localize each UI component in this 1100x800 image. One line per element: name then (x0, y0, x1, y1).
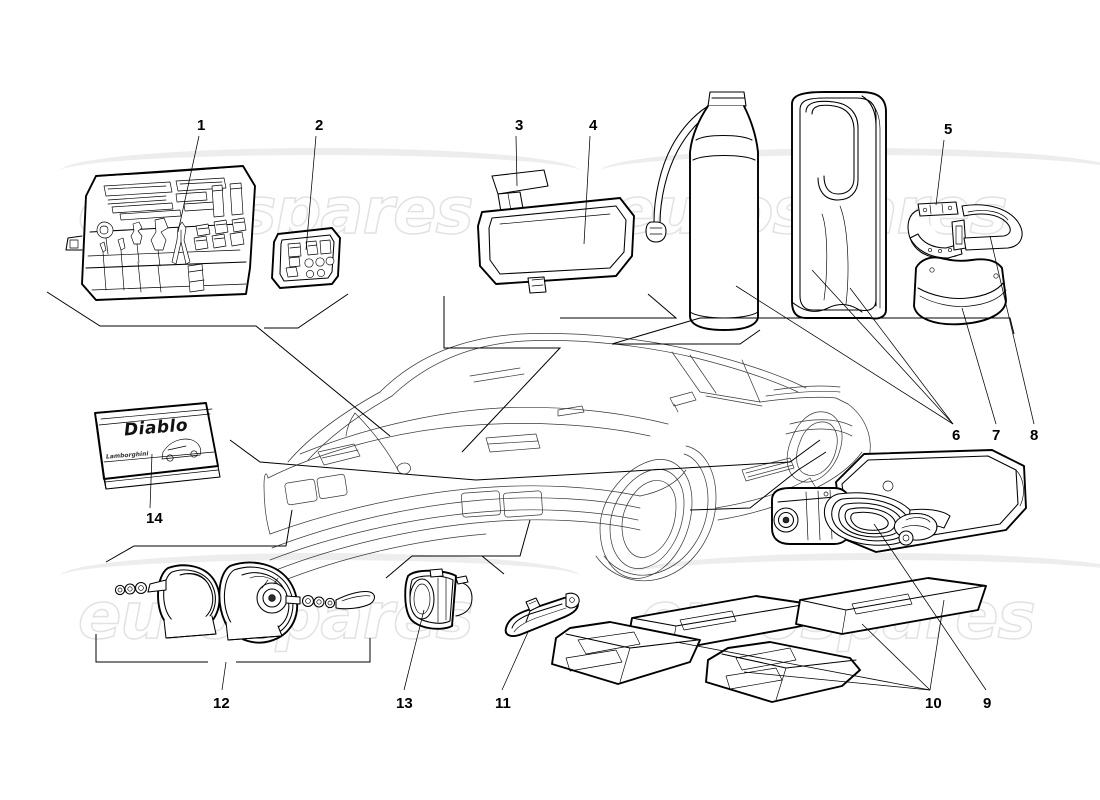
part-fog-lamp (404, 568, 473, 630)
part-extinguisher-strap (907, 201, 1023, 259)
callout-7: 7 (992, 427, 1001, 444)
part-extinguisher-cradle (913, 256, 1007, 326)
part-tool-kit-roll (65, 165, 256, 301)
callout-3: 3 (515, 117, 524, 134)
callout-14: 14 (146, 510, 163, 527)
callout-8: 8 (1030, 427, 1039, 444)
callout-11: 11 (495, 695, 511, 712)
part-floor-mats (551, 577, 987, 703)
leader-lines (46, 135, 1035, 691)
part-sun-visor (504, 592, 580, 637)
part-fire-extinguisher (645, 91, 759, 331)
part-rear-view-mirror (477, 169, 635, 294)
part-owners-manual (94, 402, 221, 490)
car-illustration (263, 333, 871, 583)
part-horn-pair (114, 561, 376, 644)
callout-1: 1 (197, 117, 206, 134)
callout-12: 12 (213, 695, 230, 712)
callout-9: 9 (983, 695, 992, 712)
callout-10: 10 (925, 695, 942, 712)
callout-13: 13 (396, 695, 413, 712)
callout-5: 5 (944, 121, 953, 138)
part-spare-bulb-fuse-box (271, 227, 341, 289)
part-seat-belt-assembly (771, 449, 1027, 553)
callout-6: 6 (952, 427, 961, 444)
part-extinguisher-cover (791, 91, 887, 320)
callout-4: 4 (589, 117, 598, 134)
callout-2: 2 (315, 117, 324, 134)
